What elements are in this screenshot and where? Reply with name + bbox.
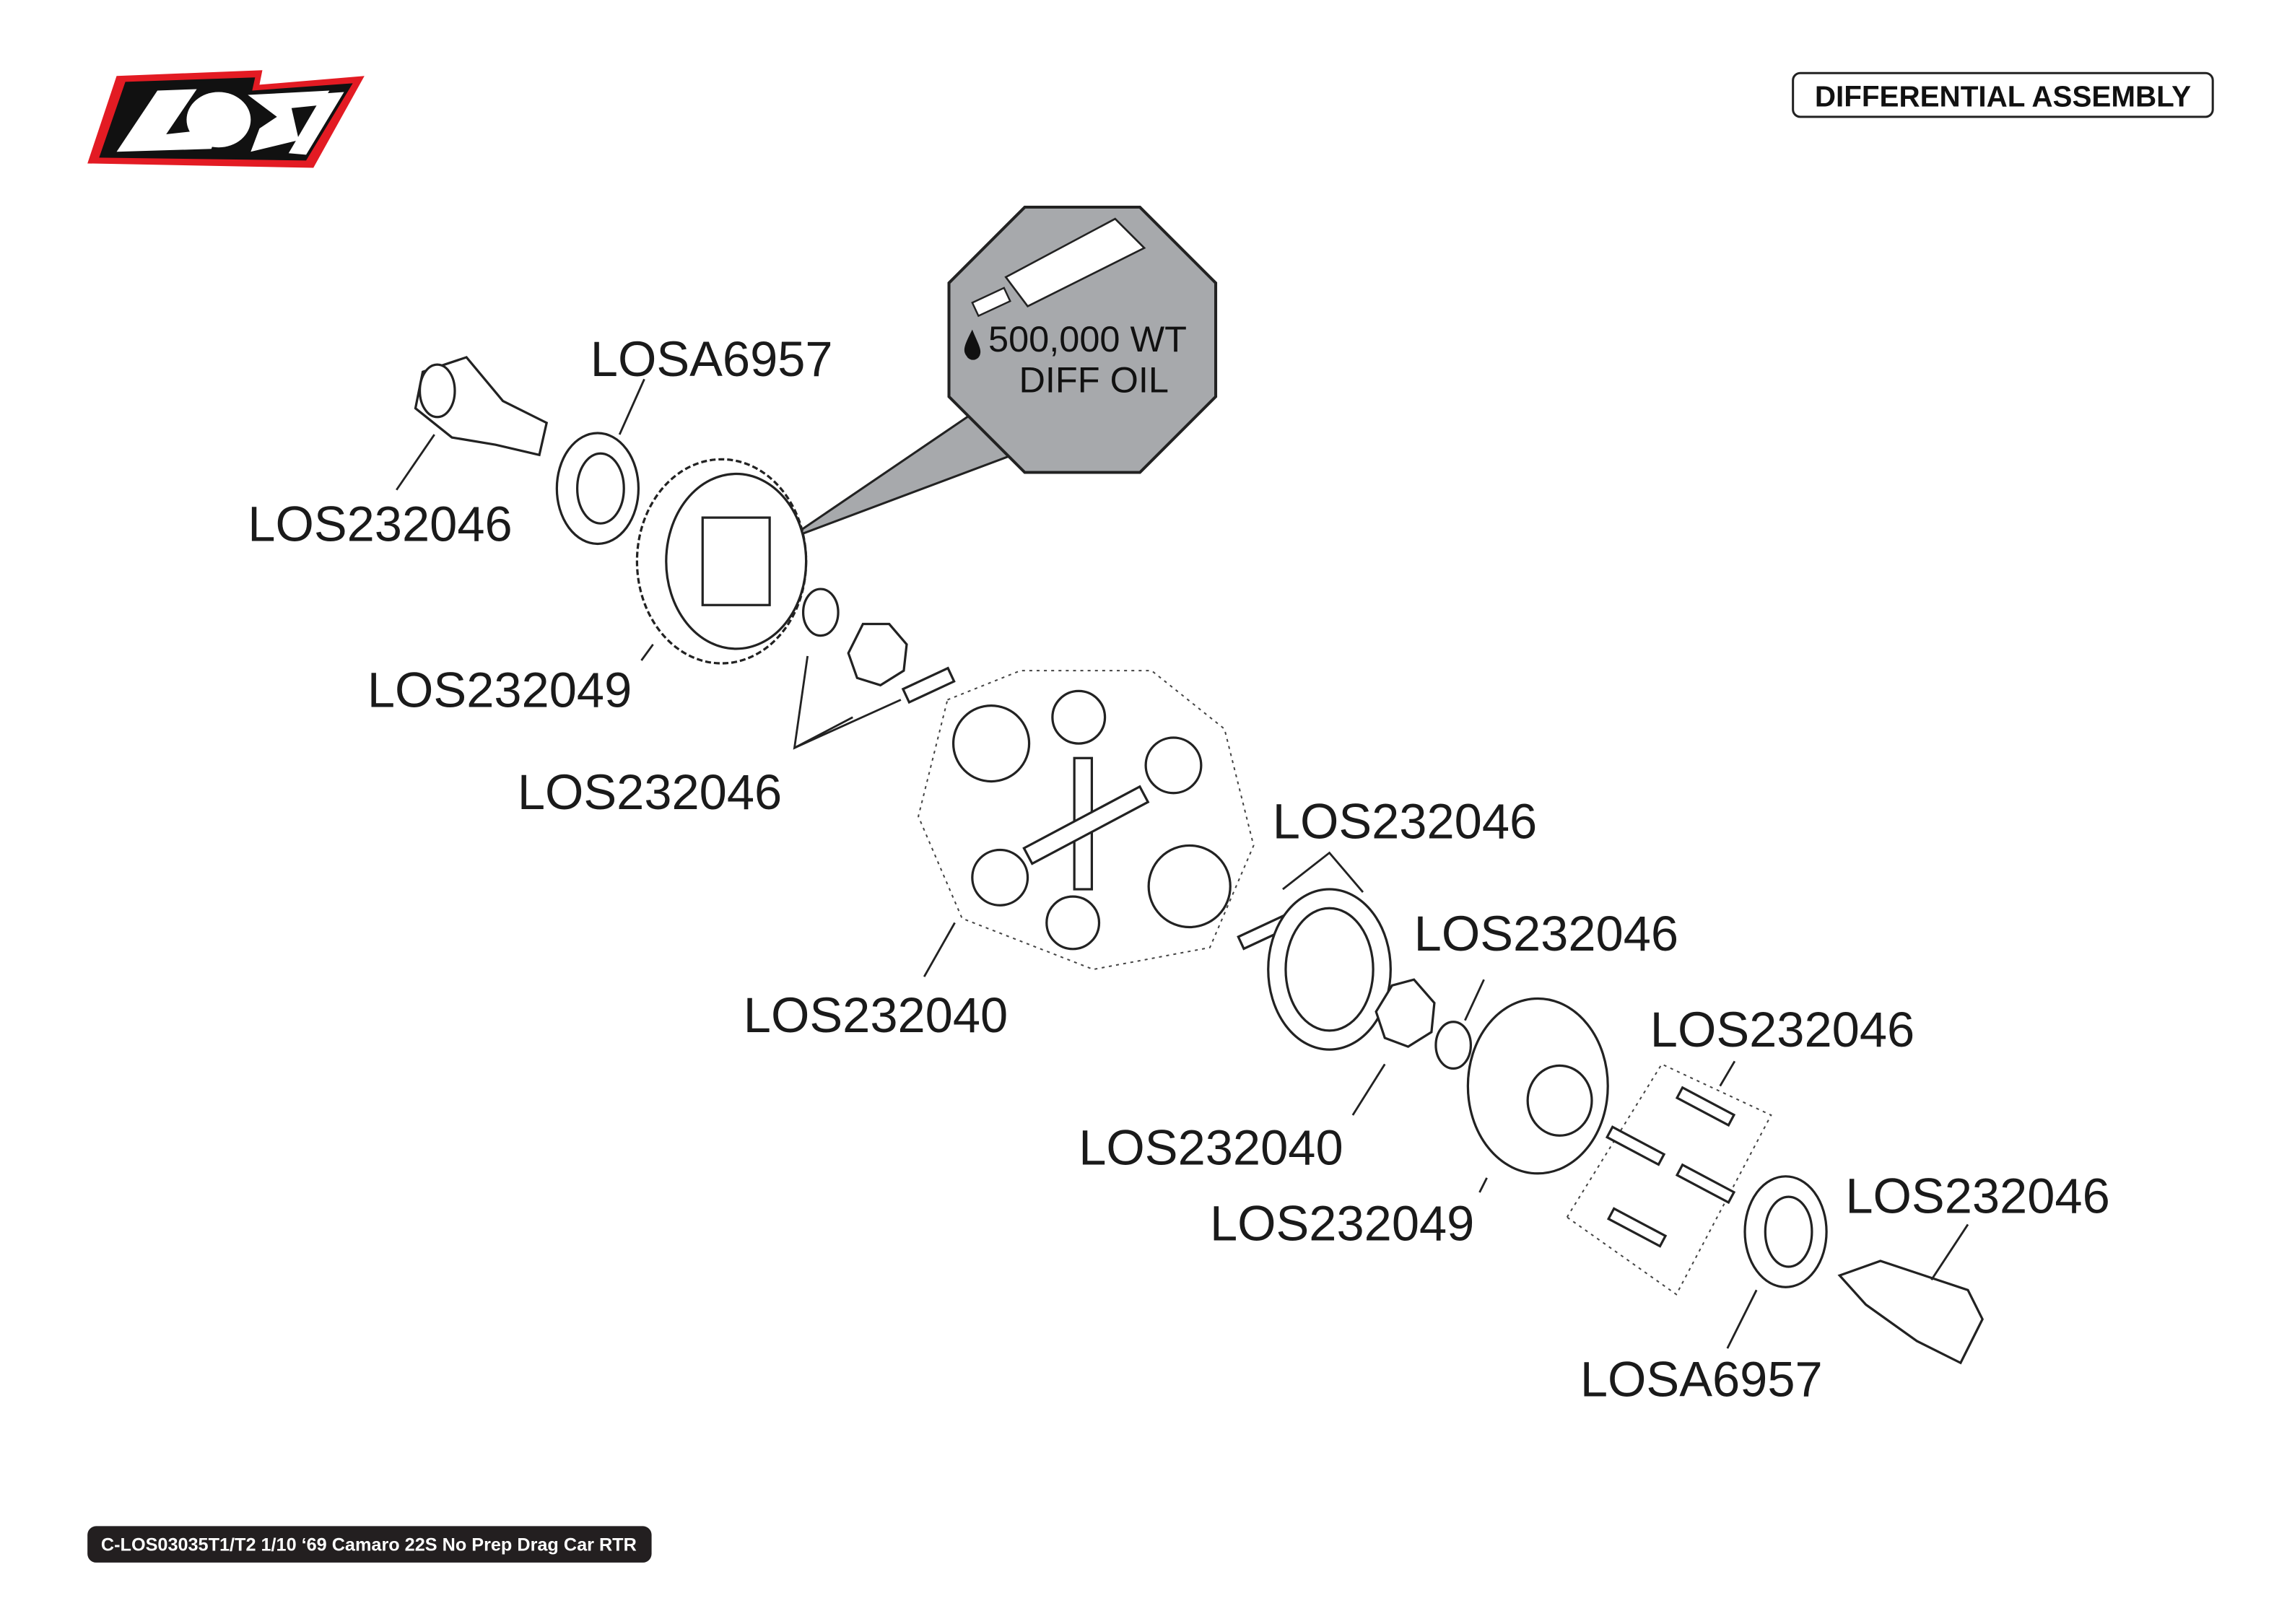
screws-group [1566, 1063, 1772, 1296]
oil-type: DIFF OIL [1019, 359, 1169, 400]
oil-drop-icon [964, 329, 981, 360]
section-title-box: DIFFERENTIAL ASSEMBLY [1792, 71, 2214, 118]
part-label: LOS232046 [1414, 906, 1678, 961]
part-label: LOS232046 [1273, 793, 1537, 849]
section-title: DIFFERENTIAL ASSEMBLY [1815, 80, 2191, 113]
bearing-left [555, 432, 640, 546]
part-label: LOSA6957 [591, 331, 833, 387]
bearing-right [1743, 1175, 1828, 1288]
footer-badge: C-LOS03035T1/T2 1/10 ‘69 Camaro 22S No P… [87, 1526, 652, 1563]
diff-oil-callout: 500,000 WT DIFF OIL [786, 205, 1218, 541]
outdrive-left [414, 356, 549, 457]
leader-lines [396, 378, 1969, 1349]
oil-weight: 500,000 WT [988, 318, 1187, 359]
losi-logo [87, 70, 365, 168]
outdrive-right [1837, 1260, 1984, 1365]
part-label: LOS232040 [744, 987, 1008, 1043]
part-label: LOS232049 [367, 663, 632, 718]
part-label: LOS232049 [1210, 1196, 1474, 1252]
diff-case-gear [635, 458, 808, 665]
part-label: LOS232040 [1079, 1120, 1343, 1176]
gasket-and-cover [1237, 888, 1609, 1175]
part-label: LOS232046 [1845, 1168, 2109, 1223]
part-label: LOS232046 [248, 496, 512, 551]
part-label: LOS232046 [518, 764, 782, 820]
part-label: LOS232046 [1650, 1002, 1914, 1057]
part-label: LOSA6957 [1580, 1352, 1823, 1407]
footer-text: C-LOS03035T1/T2 1/10 ‘69 Camaro 22S No P… [101, 1535, 637, 1555]
oil-bottle-icon [971, 217, 1146, 318]
shims-and-pin [801, 588, 956, 704]
gear-set-group [918, 670, 1255, 971]
